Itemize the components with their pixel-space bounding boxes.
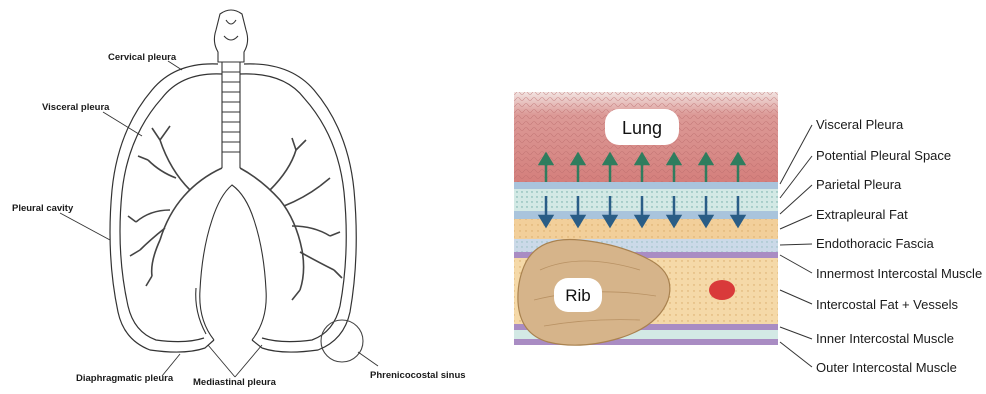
layer-label-1: Visceral Pleura [816, 117, 904, 132]
mediastinum [196, 185, 267, 340]
intercostal-vessel [709, 280, 735, 300]
layer-label-6: Innermost Intercostal Muscle [816, 266, 982, 281]
trachea [214, 10, 247, 168]
chest-wall-layers-figure: Lung Rib [500, 0, 986, 389]
visceral-pleura-band [514, 182, 778, 189]
label-phrenicocostal-sinus: Phrenicocostal sinus [370, 370, 466, 381]
rib-label: Rib [565, 286, 591, 305]
bronchial-tree-right [240, 138, 342, 300]
lung-label: Lung [622, 118, 662, 138]
layer-label-2: Potential Pleural Space [816, 148, 951, 163]
chest-wall-layers-diagram: Lung Rib [500, 0, 986, 389]
pleura-anatomy-diagram: Cervical pleura Visceral pleura Pleural … [0, 0, 490, 389]
phrenicocostal-sinus-marker [321, 320, 363, 362]
label-cervical-pleura: Cervical pleura [108, 52, 177, 63]
layer-leader-lines [780, 125, 812, 367]
layer-label-3: Parietal Pleura [816, 177, 902, 192]
parietal-pleura-outline [110, 64, 356, 352]
label-mediastinal-pleura: Mediastinal pleura [193, 377, 277, 388]
layer-label-7: Intercostal Fat + Vessels [816, 297, 958, 312]
bronchial-tree-left [128, 126, 222, 286]
label-visceral-pleura: Visceral pleura [42, 102, 110, 113]
layer-label-9: Outer Intercostal Muscle [816, 360, 957, 375]
label-pleural-cavity: Pleural cavity [12, 203, 74, 214]
label-diaphragmatic-pleura: Diaphragmatic pleura [76, 373, 174, 384]
layer-label-4: Extrapleural Fat [816, 207, 908, 222]
layer-label-8: Inner Intercostal Muscle [816, 331, 954, 346]
layer-label-5: Endothoracic Fascia [816, 236, 935, 251]
pleura-anatomy-figure: Cervical pleura Visceral pleura Pleural … [0, 0, 490, 389]
